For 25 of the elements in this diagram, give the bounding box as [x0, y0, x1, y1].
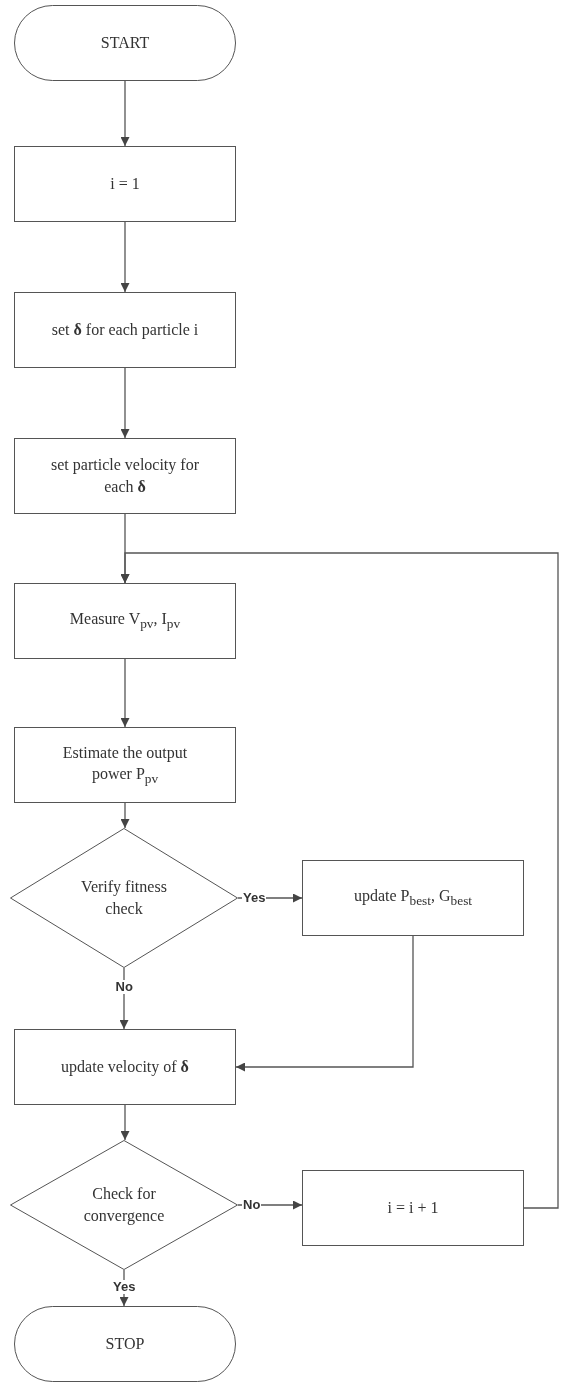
node-text: set δ for each particle i	[51, 320, 199, 341]
edge-label: Yes	[242, 891, 267, 905]
arrow	[120, 552, 559, 1209]
node-text: Verify fitness check	[80, 877, 168, 919]
edge-label: Yes	[112, 1280, 137, 1294]
node-text: Estimate the output power P$_{pv}$	[61, 742, 189, 789]
arrow	[120, 1104, 130, 1141]
arrow	[120, 658, 130, 728]
node-text: update velocity of δ	[61, 1057, 189, 1078]
arrow	[235, 935, 414, 1072]
arrow	[120, 221, 130, 293]
node-text: Check for convergence	[82, 1184, 166, 1227]
arrow	[237, 1200, 303, 1210]
node-text: set particle velocity for each δ	[50, 455, 200, 497]
node-text: STOP	[105, 1334, 145, 1355]
edge-label: No	[242, 1198, 262, 1212]
node-text: i = 1	[110, 174, 140, 195]
node-text: update P$_{best}$, G$_{best}$	[353, 886, 473, 911]
arrow	[120, 802, 130, 829]
arrow	[120, 367, 130, 439]
node-text: START	[100, 33, 150, 54]
edge-label: No	[114, 980, 134, 994]
node-text: Measure V$_{pv}$, I$_{pv}$	[69, 609, 181, 634]
arrow	[120, 80, 130, 147]
node-text: i = i + 1	[387, 1198, 439, 1219]
